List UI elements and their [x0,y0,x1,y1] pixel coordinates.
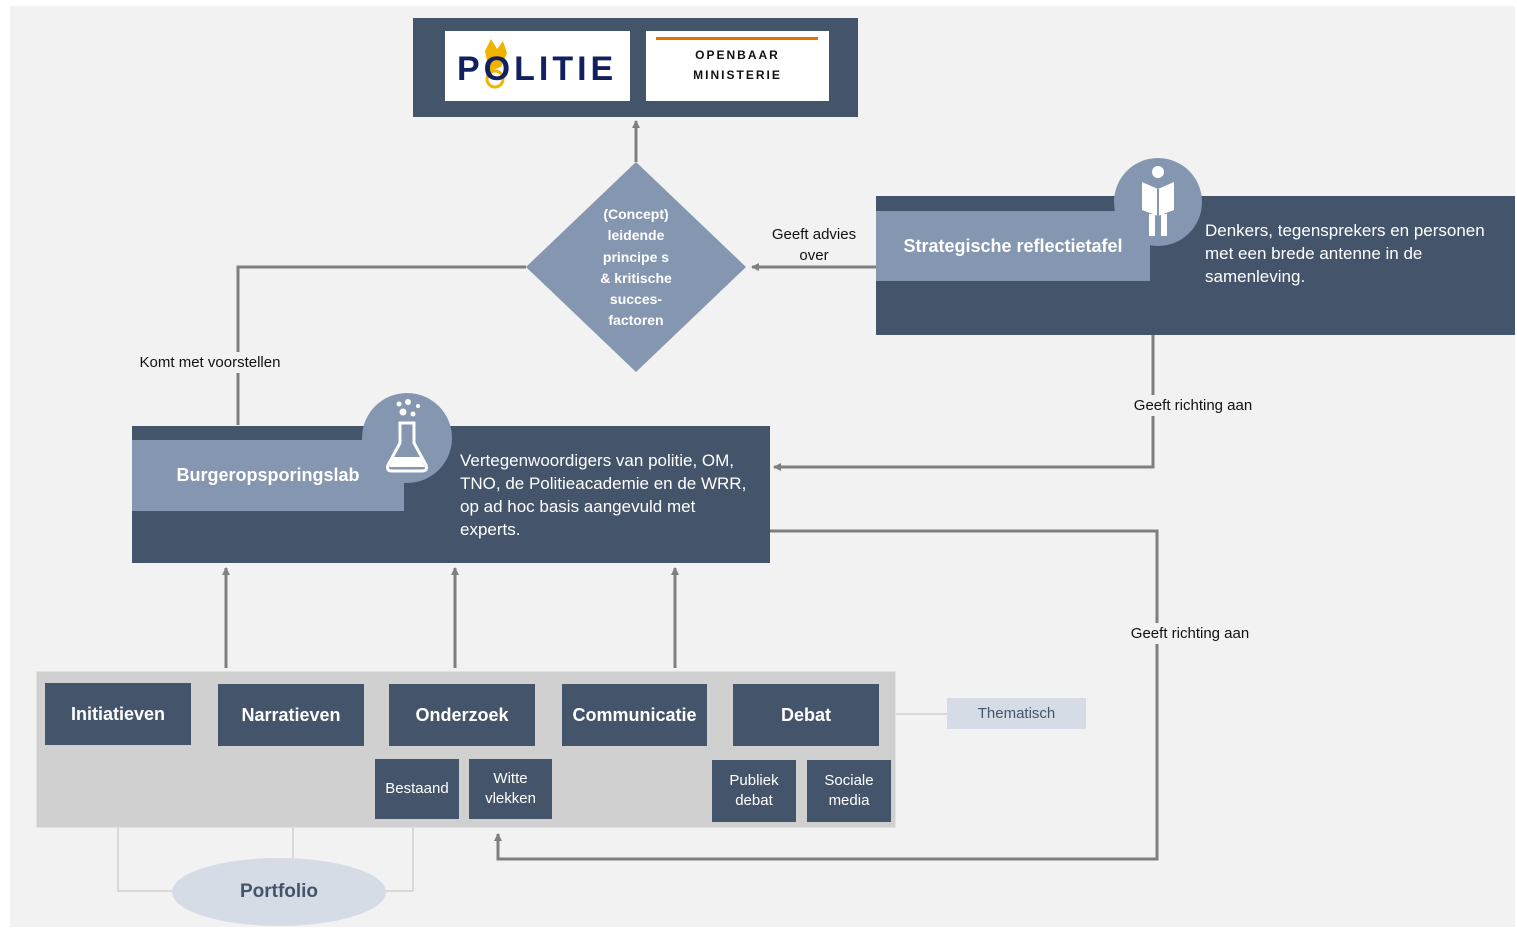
reader-book-icon [1114,158,1202,246]
sub-bestaand: Bestaand [375,759,459,819]
edge-label-advies: Geeft advies over [771,226,857,264]
reflectietafel-title: Strategische reflectietafel [876,211,1150,281]
om-accent-bar [656,37,818,40]
diamond-text: (Concept) leidende principe s & kritisch… [576,204,696,332]
theme-debat: Debat [733,684,879,746]
lab-description: Vertegenwoordigers van politie, OM, TNO,… [460,451,747,539]
sub-witte-vlekken: Witte vlekken [469,759,552,819]
flask-icon [362,393,452,483]
politie-wordmark: POLITIE [457,50,618,88]
sub-publiek-debat: Publiek debat [712,760,796,822]
thematisch-label: Thematisch [947,698,1086,729]
line-portfolio-right [385,800,414,892]
diamond-line: succes- [609,291,663,308]
diamond-line: leidende [607,227,665,244]
politie-logo: POLITIE [445,31,630,101]
portfolio-ellipse: Portfolio [172,858,386,926]
arrow-reflectietafel-to-lab [773,335,1155,471]
om-line1: OPENBAAR [695,48,780,62]
diamond-line: (Concept) [603,206,669,222]
diamond-line: & kritische [600,269,672,286]
om-line2: MINISTERIE [693,68,782,82]
theme-communicatie: Communicatie [562,684,707,746]
theme-narratieven: Narratieven [218,684,364,746]
edge-label-richting-1: Geeft richting aan [1123,395,1263,416]
edge-label-voorstellen: Komt met voorstellen [126,352,294,373]
reflectietafel-description: Denkers, tegensprekers en personen met e… [1205,221,1485,286]
diamond-line: principe s [602,248,670,265]
theme-initiatieven: Initiatieven [45,683,191,745]
diamond-line: factoren [608,312,664,329]
edge-label-richting-2: Geeft richting aan [1120,623,1260,644]
logo-header: POLITIE OPENBAAR MINISTERIE [413,18,858,117]
om-logo: OPENBAAR MINISTERIE [646,31,829,101]
principles-diamond [526,162,746,372]
sub-sociale-media: Sociale media [807,760,891,822]
arrow-lab-to-onderzoek [494,529,1159,861]
lab-title: Burgeropsporingslab [132,440,404,511]
theme-onderzoek: Onderzoek [389,684,535,746]
politie-emblem-icon [485,39,507,89]
